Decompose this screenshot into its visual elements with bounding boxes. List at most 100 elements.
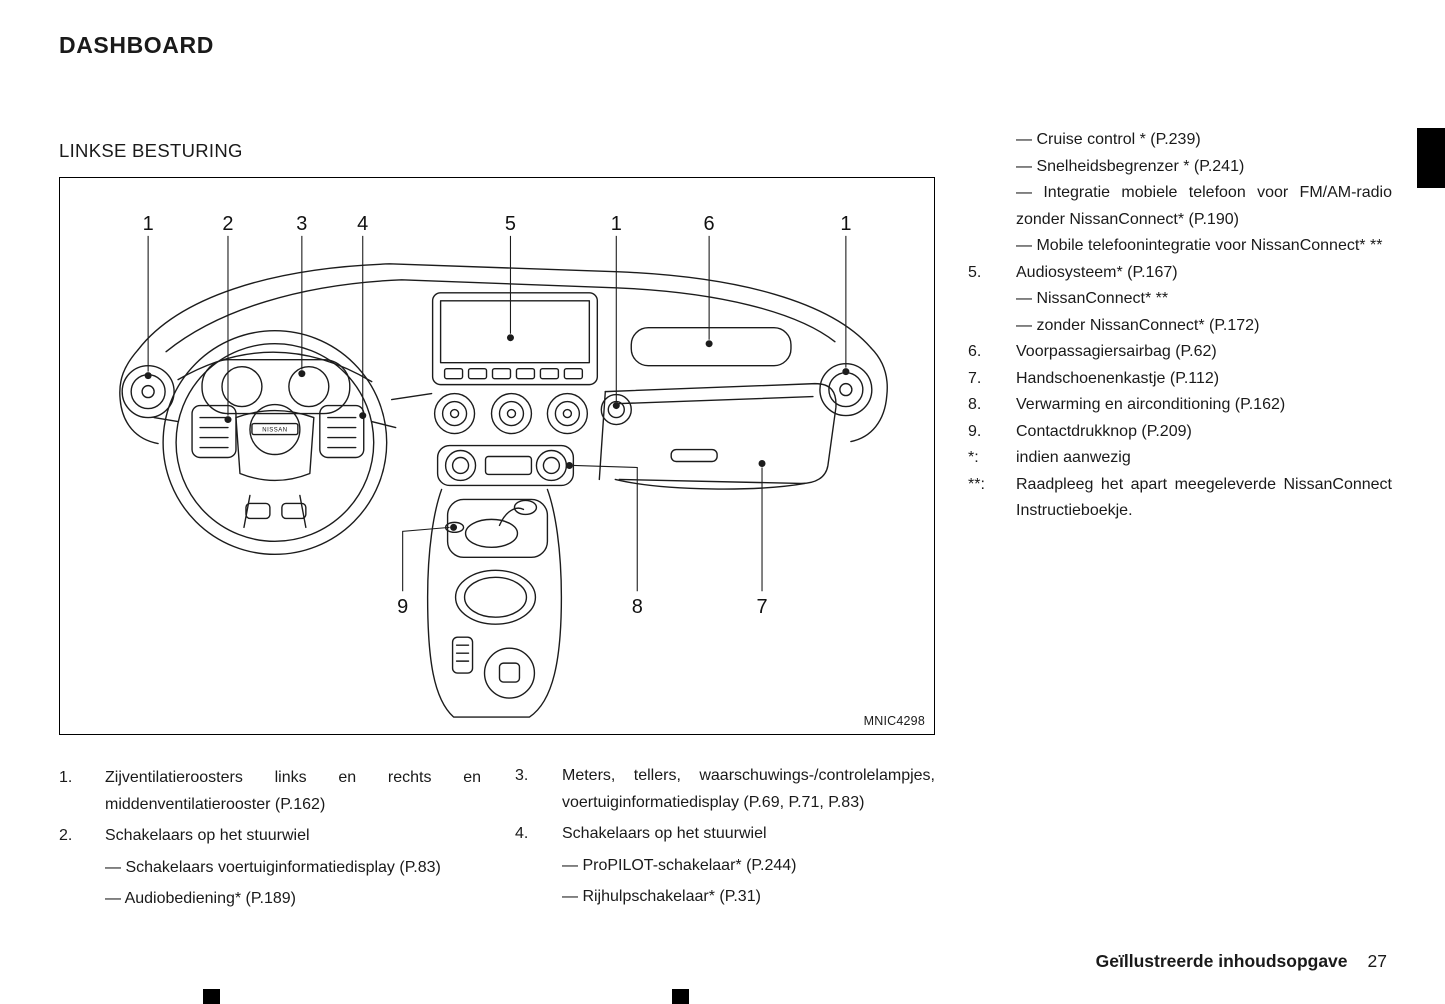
audio-knobs	[433, 392, 632, 435]
item-marker	[968, 313, 1016, 340]
list-item: — Cruise control * (P.239)	[968, 127, 1392, 154]
callout-label: 2	[222, 213, 233, 235]
instrument-cluster	[177, 351, 373, 415]
list-item: 7. Handschoenenkastje (P.112)	[968, 366, 1392, 393]
list-item: — ProPILOT-schakelaar* (P.244)	[515, 853, 935, 880]
callout-label: 1	[611, 213, 622, 235]
item-marker: *:	[968, 449, 979, 466]
list-item: — Integratie mobiele telefoon voor FM/AM…	[968, 180, 1392, 233]
list-item: — Mobile telefoonintegratie voor NissanC…	[968, 233, 1392, 260]
right-wheel-switch-pad	[319, 404, 365, 459]
item-text: Raadpleeg het apart meegeleverde NissanC…	[1016, 475, 1392, 520]
item-text: — Cruise control * (P.239)	[1016, 131, 1201, 148]
shifter-knob	[513, 499, 538, 516]
item-marker	[968, 154, 1016, 181]
bottom-right-list: 3. Meters, tellers, waarschuwings-/contro…	[515, 763, 935, 911]
shifter-boot	[464, 518, 519, 549]
item-marker	[968, 180, 1016, 233]
item-text: — Rijhulpschakelaar* (P.31)	[562, 888, 761, 905]
nissan-badge-icon	[249, 403, 301, 456]
steering-wheel	[153, 330, 397, 556]
footer: Geïllustreerde inhoudsopgave 27	[1096, 951, 1387, 972]
dash-top-edge	[137, 263, 872, 351]
item-marker: 1.	[59, 769, 73, 786]
list-item: 9.Contactdrukknop (P.209)	[968, 419, 1392, 446]
item-marker: 9.	[968, 422, 982, 440]
item-text: — Integratie mobiele telefoon voor FM/AM…	[1016, 184, 1392, 228]
print-registration-mark	[672, 989, 689, 1004]
callout-label: 1	[143, 213, 154, 235]
center-console	[426, 488, 563, 718]
list-item: *: indien aanwezig	[968, 445, 1392, 472]
center-display	[431, 292, 599, 386]
right-column-list: — Cruise control * (P.239) — Snelheidsbe…	[968, 127, 1392, 525]
item-text: Voorpassagiersairbag (P.62)	[1016, 343, 1217, 360]
callout-label: 3	[296, 213, 307, 235]
item-text: — Snelheidsbegrenzer * (P.241)	[1016, 157, 1245, 175]
item-marker: 7.	[968, 369, 982, 387]
item-marker	[59, 886, 105, 913]
dashboard-illustration: 1 2 3 4 5 1 6 1 9 8 7 NISSAN	[119, 213, 888, 718]
item-text: — Audiobediening* (P.189)	[105, 890, 296, 907]
list-item: — Snelheidsbegrenzer * (P.241)	[968, 154, 1392, 181]
item-marker	[515, 884, 562, 911]
list-item: — Audiobediening* (P.189)	[59, 886, 481, 913]
callout-label: 9	[397, 596, 408, 618]
list-item: — Schakelaars voertuiginformatiedisplay …	[59, 855, 481, 882]
callout-label: 5	[505, 213, 516, 235]
item-text: Schakelaars op het stuurwiel	[562, 825, 767, 842]
item-marker	[968, 127, 1016, 154]
item-marker: 6.	[968, 343, 982, 360]
item-marker: 5.	[968, 263, 982, 281]
item-marker	[968, 286, 1016, 313]
list-item: 2.Schakelaars op het stuurwiel	[59, 823, 481, 850]
dash-right-end	[850, 346, 888, 443]
list-item: 5. Audiosysteem* (P.167)	[968, 260, 1392, 287]
item-text: Meters, tellers, waarschuwings-/controle…	[562, 767, 935, 811]
dash-left-end	[119, 348, 159, 445]
callout-lines	[147, 235, 847, 592]
list-item: 6. Voorpassagiersairbag (P.62)	[968, 339, 1392, 366]
list-item: **:Raadpleeg het apart meegeleverde Niss…	[968, 472, 1392, 525]
steering-stalks	[153, 416, 397, 429]
callout-label: 7	[756, 596, 767, 618]
figure-code: MNIC4298	[863, 714, 925, 728]
item-marker	[968, 233, 1016, 260]
item-text: — Schakelaars voertuiginformatiedisplay …	[105, 858, 441, 876]
item-text: Handschoenenkastje (P.112)	[1016, 369, 1220, 387]
nissan-badge-label: NISSAN	[262, 428, 287, 434]
item-text: — ProPILOT-schakelaar* (P.244)	[562, 856, 797, 874]
item-text: Audiosysteem* (P.167)	[1016, 263, 1178, 281]
item-text: — zonder NissanConnect* (P.172)	[1016, 316, 1260, 334]
bottom-left-list: 1. Zijventilatieroosters links en rechts …	[59, 765, 481, 913]
callout-dots	[144, 334, 850, 531]
list-item: 3. Meters, tellers, waarschuwings-/contro…	[515, 763, 935, 816]
passenger-airbag-panel	[630, 327, 792, 367]
glovebox	[604, 382, 837, 490]
callout-label: 4	[357, 213, 368, 235]
page-title: DASHBOARD	[59, 32, 214, 58]
item-text: Zijventilatieroosters links en rechts en…	[105, 769, 481, 813]
section-heading: LINKSE BESTURING	[59, 140, 243, 161]
footer-section-label: Geïllustreerde inhoudsopgave	[1095, 951, 1348, 971]
figure-box: 1 2 3 4 5 1 6 1 9 8 7 NISSAN MNIC4298	[59, 177, 935, 735]
item-marker	[59, 855, 105, 882]
item-marker: 3.	[515, 767, 529, 784]
item-text: indien aanwezig	[1016, 449, 1131, 466]
chapter-tab-marker	[1417, 128, 1445, 188]
item-text: Verwarming en airconditioning (P.162)	[1016, 396, 1286, 413]
list-item: — NissanConnect* **	[968, 286, 1392, 313]
item-text: Schakelaars op het stuurwiel	[105, 827, 310, 844]
item-marker: 8.	[968, 396, 982, 413]
climate-controls	[436, 444, 575, 487]
callout-label: 8	[632, 596, 643, 618]
item-text: — NissanConnect* **	[1016, 290, 1169, 307]
list-item: 8. Verwarming en airconditioning (P.162)	[968, 392, 1392, 419]
item-text: — Mobile telefoonintegratie voor NissanC…	[1016, 237, 1383, 254]
callout-label: 1	[840, 213, 851, 235]
list-item: 1. Zijventilatieroosters links en rechts …	[59, 765, 481, 818]
print-registration-mark	[203, 989, 220, 1004]
list-item: — Rijhulpschakelaar* (P.31)	[515, 884, 935, 911]
item-marker: 4.	[515, 825, 529, 842]
